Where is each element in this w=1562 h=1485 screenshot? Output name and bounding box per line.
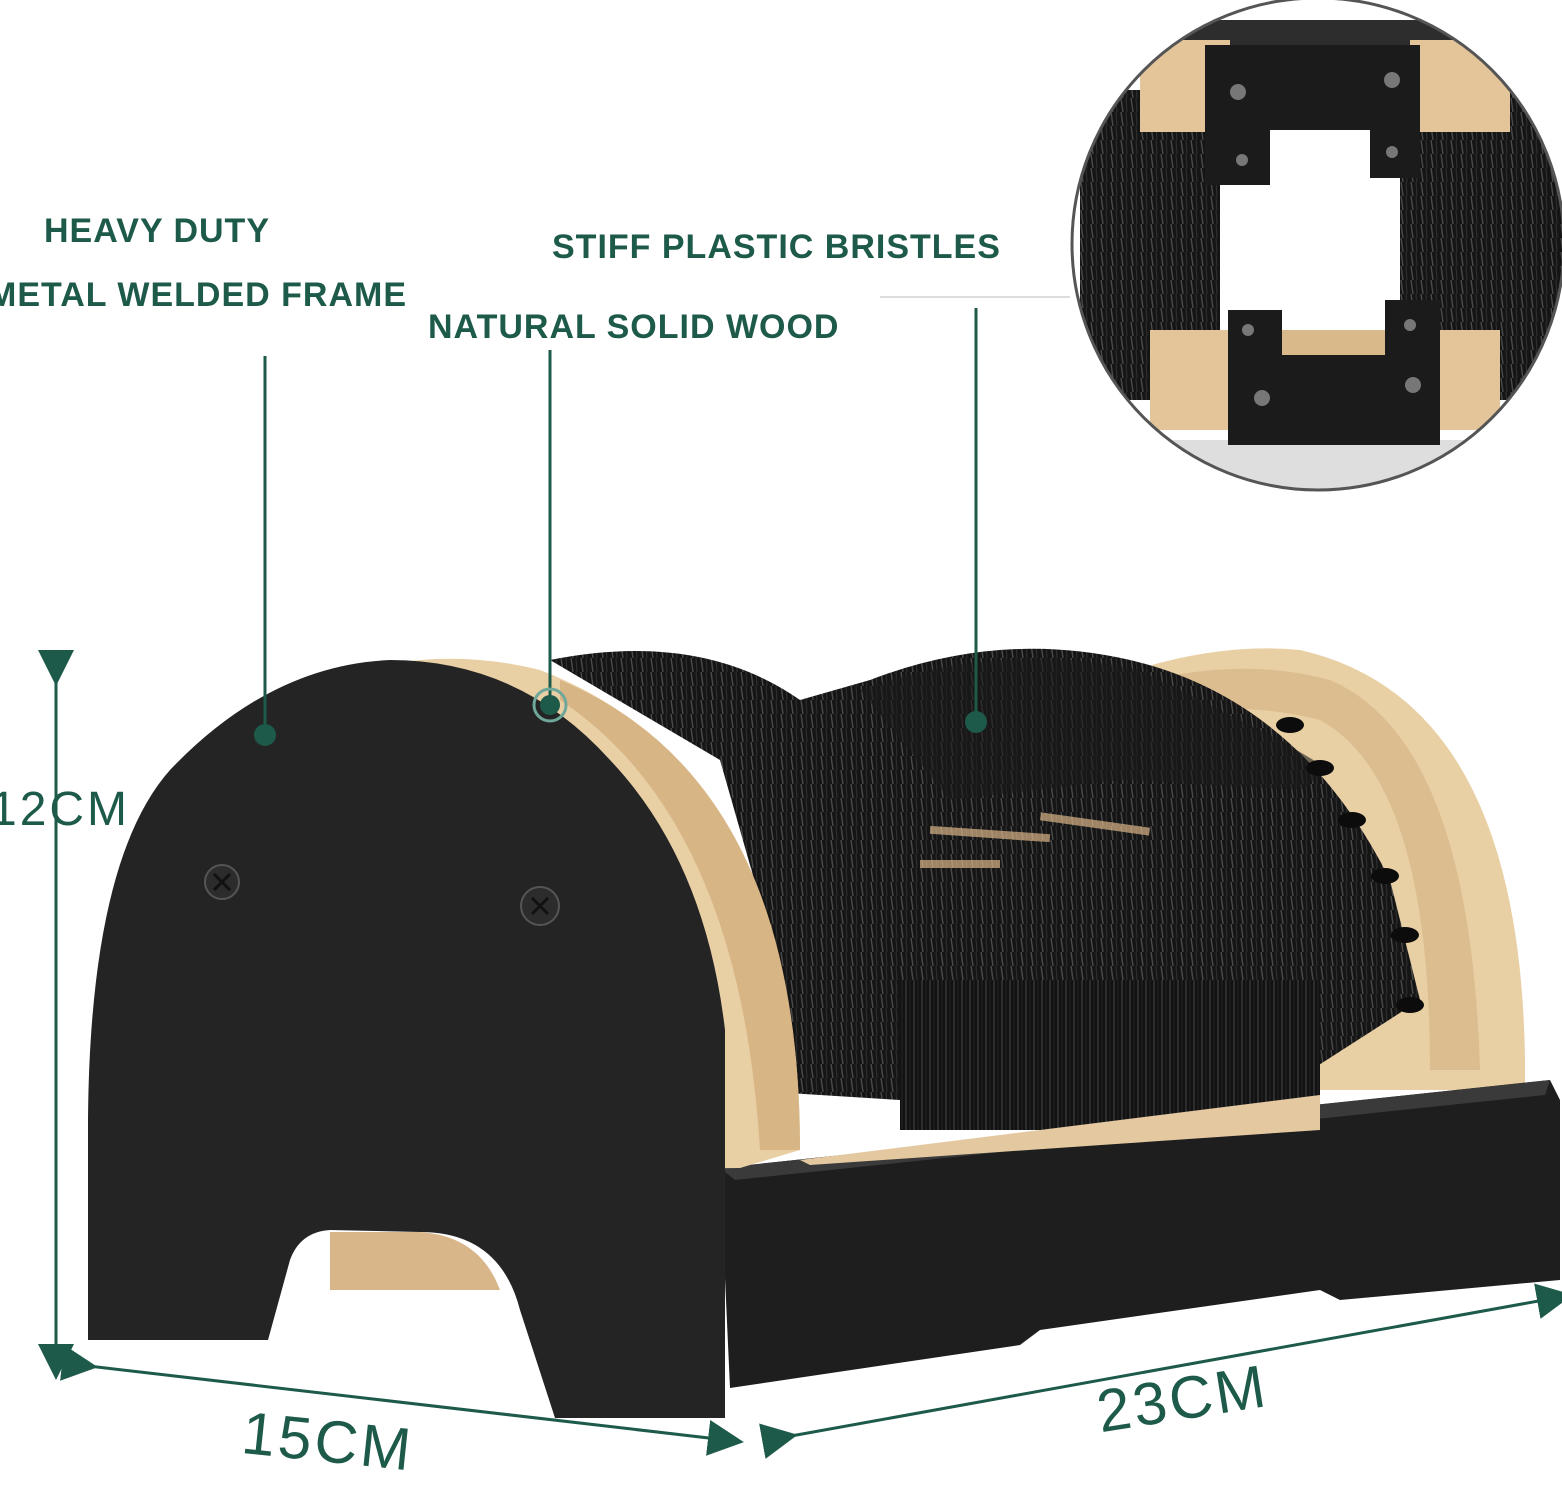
inset-bottom-bracket [1228, 300, 1440, 445]
width-arrow [759, 1283, 1562, 1459]
screw-left [204, 864, 240, 900]
label-bristles: STIFF PLASTIC BRISTLES [552, 228, 1001, 266]
depth-arrow [60, 1345, 744, 1456]
inset-top-bracket [1205, 45, 1420, 185]
label-wood: NATURAL SOLID WOOD [428, 308, 840, 346]
label-frame-line1: HEAVY DUTY [44, 212, 271, 250]
detail-inset-border [1070, 0, 1562, 492]
detail-inset [1072, 0, 1562, 490]
callout-dots [254, 687, 987, 746]
bristle-tuft-ends [1276, 717, 1424, 1013]
dimension-arrows [38, 650, 1562, 1459]
callout-lines [263, 296, 1070, 732]
screw-right [520, 886, 560, 926]
label-frame-line2: METAL WELDED FRAME [0, 276, 408, 314]
metal-side-plate [88, 660, 725, 1418]
dimension-height: 12CM [0, 783, 131, 836]
